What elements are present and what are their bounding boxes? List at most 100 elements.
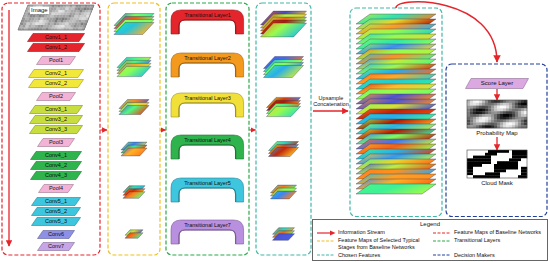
legend-text: Feature Maps of Selected Typical Stages …	[338, 237, 428, 250]
node-label: Pool3	[49, 139, 63, 145]
map-pixel	[494, 161, 497, 164]
map-pixel	[473, 111, 476, 114]
map-image: Probability Map	[462, 100, 532, 137]
map-pixel	[476, 114, 479, 117]
map-pixel	[497, 153, 500, 156]
legend-grid: Information StreamFeature Maps of Baseli…	[316, 229, 544, 258]
image-pixel	[65, 18, 68, 21]
map-pixel	[482, 172, 485, 175]
map-pixel	[512, 114, 515, 117]
image-pixel	[33, 23, 36, 26]
map-pixel	[518, 167, 521, 170]
map-pixel	[485, 153, 488, 156]
image-pixel	[69, 15, 72, 18]
map-pixel	[482, 158, 485, 161]
image-pixel	[28, 20, 31, 23]
map-pixel	[467, 120, 470, 123]
layer-slab: Conv2_2	[28, 79, 84, 88]
image-pixel	[74, 18, 77, 21]
flow-arrow	[496, 89, 497, 100]
map-pixel	[503, 161, 506, 164]
legend-line	[433, 232, 451, 233]
map-pixel	[488, 120, 491, 123]
map-pixel	[485, 161, 488, 164]
feature-map	[267, 106, 301, 116]
image-pixel	[50, 18, 53, 21]
slab-face	[32, 208, 81, 216]
map-pixel	[506, 167, 509, 170]
image-pixel	[80, 18, 83, 21]
map-pixel	[500, 103, 503, 106]
image-pixel	[83, 18, 86, 21]
map-pixel	[497, 161, 500, 164]
map-pixel	[512, 103, 515, 106]
map-pixel	[470, 150, 473, 153]
slab-face	[37, 93, 76, 101]
image-pixel	[70, 20, 73, 23]
map-pixel	[497, 120, 500, 123]
map-pixel	[521, 120, 524, 123]
map-pixel	[497, 108, 500, 111]
node-label: Conv5_2	[45, 208, 67, 214]
map-pixel	[491, 164, 494, 167]
layer-slab: Pool1	[36, 56, 76, 65]
map-pixel	[518, 170, 521, 173]
map-pixel	[521, 100, 524, 103]
image-pixel	[65, 25, 68, 28]
node-label: Conv2_2	[45, 80, 67, 86]
image-pixel	[65, 10, 68, 13]
map-pixel	[476, 111, 479, 114]
image-pixel	[77, 18, 80, 21]
map-pixel	[503, 106, 506, 109]
image-pixel	[85, 5, 88, 8]
map-pixel	[506, 153, 509, 156]
layer-slab: Conv1_2	[27, 43, 85, 52]
image-pixel	[56, 25, 59, 28]
image-pixel	[68, 10, 71, 13]
map-pixel	[482, 150, 485, 153]
map-pixel	[500, 120, 503, 123]
map-pixel	[473, 153, 476, 156]
node-label: Transitional Layer1	[184, 12, 231, 18]
image-pixel	[54, 8, 57, 11]
map-pixel	[473, 117, 476, 120]
image-pixel	[84, 8, 87, 11]
image-pixel	[58, 20, 61, 23]
map-pixel	[509, 122, 512, 125]
map-pixel	[476, 117, 479, 120]
map-pixel	[488, 100, 491, 103]
map-pixel	[515, 106, 518, 109]
legend-text: Transitional Layers	[454, 237, 544, 243]
map-pixel	[497, 164, 500, 167]
feature-map	[125, 233, 143, 238]
slab-face	[30, 116, 83, 124]
map-pixel	[488, 153, 491, 156]
information-stream-arrow	[161, 129, 166, 130]
legend-sample	[432, 230, 452, 236]
map-pixel	[467, 108, 470, 111]
image-pixel	[27, 15, 30, 18]
map-pixel	[485, 117, 488, 120]
map-pixel	[485, 158, 488, 161]
map-pixel	[506, 164, 509, 167]
map-pixel	[521, 167, 524, 170]
map-pixel	[506, 158, 509, 161]
layer-slab: Conv5_3	[31, 217, 81, 226]
image-pixel	[55, 13, 58, 16]
slab-face	[30, 106, 83, 114]
image-pixel	[78, 15, 81, 18]
image-pixel	[56, 10, 59, 13]
image-pixel	[73, 13, 76, 16]
image-pixel	[53, 18, 56, 21]
transitional-layer: Transitional Layer7	[171, 220, 244, 244]
map-pixel	[512, 153, 515, 156]
operation-label: Upsample Concatenation	[313, 95, 348, 108]
image-pixel	[60, 8, 63, 11]
map-pixel	[518, 100, 521, 103]
map-pixel	[512, 120, 515, 123]
image-pixel	[51, 8, 54, 11]
image-pixel	[51, 23, 54, 26]
legend-arrowhead	[330, 230, 336, 235]
map-pixel	[518, 172, 521, 175]
map-pixel	[512, 167, 515, 170]
